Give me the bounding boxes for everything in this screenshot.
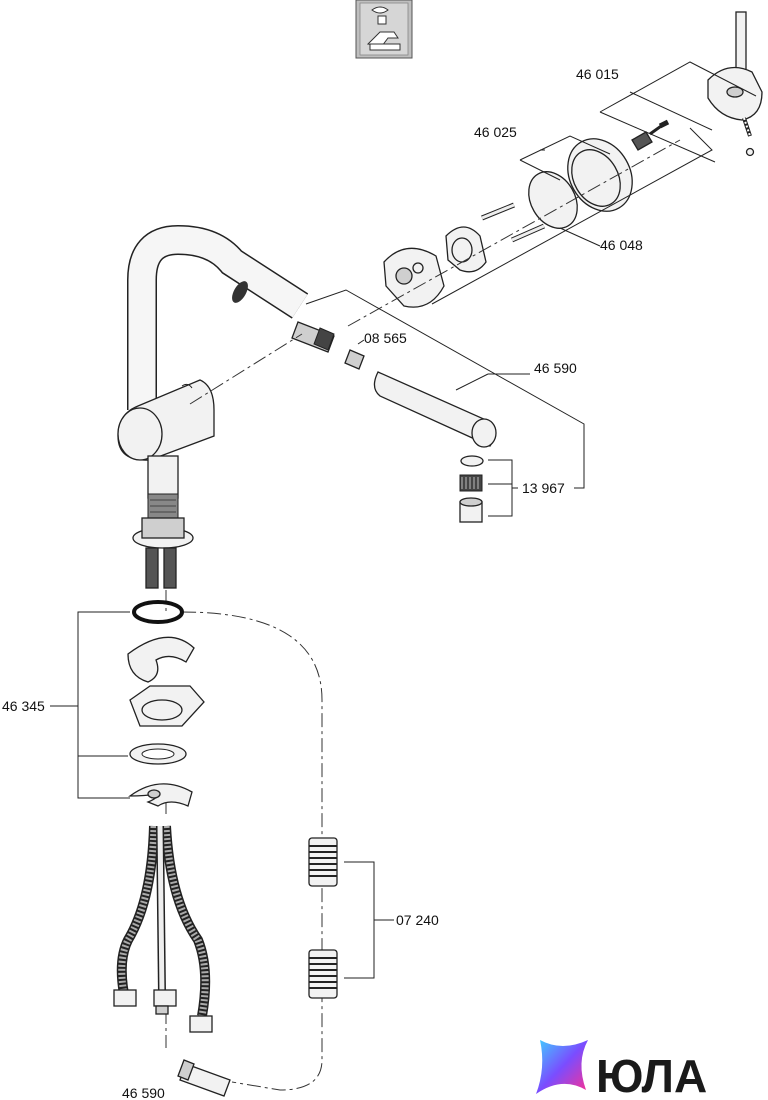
bracket-46590-top: [305, 289, 585, 489]
hose-connector-bottom: [177, 1059, 231, 1097]
faucet-body: [117, 224, 309, 589]
label-46345: 46 345: [2, 698, 45, 714]
faucet-header-icon: [355, 0, 413, 59]
aerator-stack: [459, 455, 484, 523]
bracket-46345: [50, 611, 130, 799]
hose-weights: [308, 837, 338, 999]
bracket-46048: [431, 127, 713, 305]
bracket-13967: [488, 459, 518, 517]
label-46048: 46 048: [600, 237, 643, 253]
cartridge-screws: [481, 202, 546, 243]
cover-ring-set: [528, 138, 633, 229]
yula-logo: ЮЛА: [536, 1040, 707, 1100]
lever-handle: [707, 11, 763, 157]
pull-out-spray: [373, 371, 497, 448]
bracket-07240: [344, 861, 394, 979]
cartridge: [383, 226, 487, 308]
label-08565: 08 565: [364, 330, 407, 346]
supply-hoses: [113, 825, 213, 1033]
yula-wordmark: ЮЛА: [596, 1050, 707, 1100]
spout-connector: [291, 321, 365, 370]
label-07240: 07 240: [396, 912, 439, 928]
label-46590-bottom: 46 590: [122, 1085, 165, 1100]
mounting-parts: [127, 600, 205, 807]
bracket-46015: [599, 61, 757, 163]
label-46590-top: 46 590: [534, 360, 577, 376]
label-13967: 13 967: [522, 480, 565, 496]
label-46015: 46 015: [576, 66, 619, 82]
set-screw-parts: [631, 119, 670, 151]
bracket-46025: [519, 135, 611, 181]
yula-star-icon: [536, 1040, 588, 1094]
bracket-08565: [357, 339, 365, 345]
label-46025: 46 025: [474, 124, 517, 140]
